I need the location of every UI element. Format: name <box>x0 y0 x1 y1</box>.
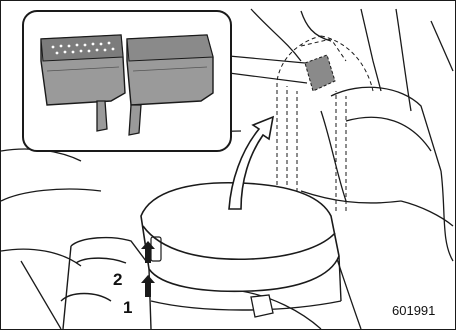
rear-clip <box>251 295 273 317</box>
figure-id: 601991 <box>392 304 435 317</box>
callout-2: 2 <box>113 271 122 288</box>
cup-holder <box>61 238 146 329</box>
detail-inset <box>23 11 231 151</box>
inset-leader-lines <box>229 56 307 83</box>
clip-part-location <box>305 55 335 91</box>
callout-1: 1 <box>123 299 132 316</box>
